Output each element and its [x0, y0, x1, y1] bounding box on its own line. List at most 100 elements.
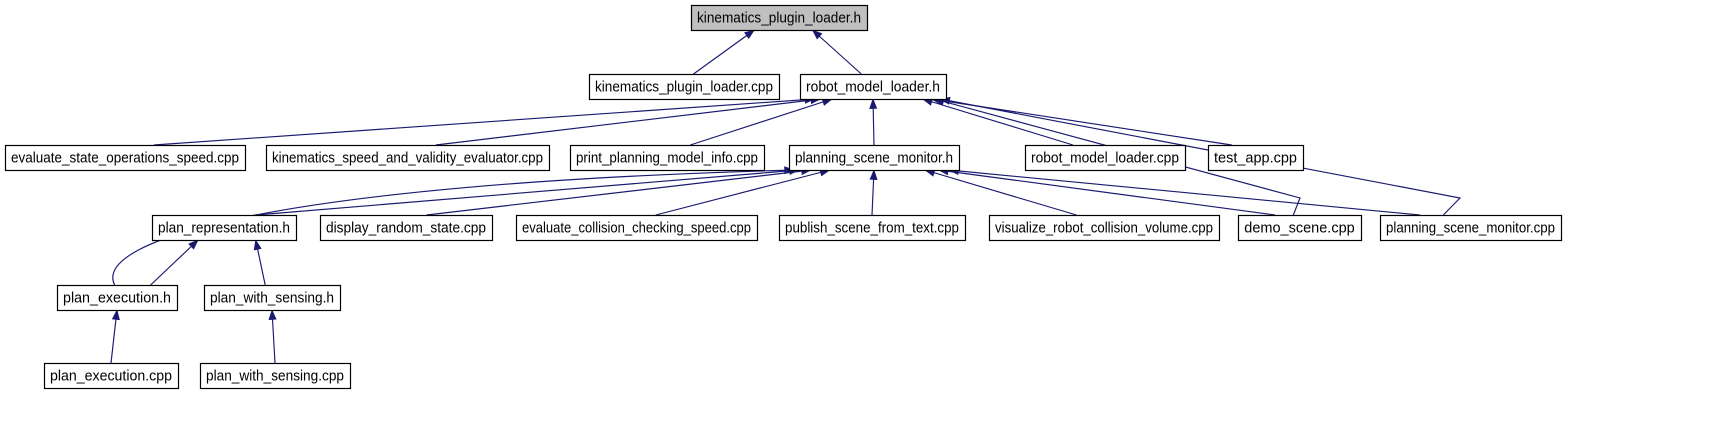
- edge-line: [938, 169, 1275, 216]
- edge-robot-model-loader-cpp-to-robot-model-loader-h: [921, 98, 1074, 146]
- edge-test-app-cpp-to-robot-model-loader-h: [930, 96, 1232, 146]
- edge-arrowhead-icon: [268, 309, 277, 321]
- edge-plan-representation-h-to-planning-scene-monitor-h: [255, 166, 801, 216]
- node-box[interactable]: [690, 4, 869, 32]
- node-label: plan_execution.cpp: [50, 368, 172, 384]
- edge-plan-execution-h-to-plan-representation-h: [150, 239, 199, 286]
- edge-arrowhead-icon: [869, 169, 878, 180]
- node-box[interactable]: [778, 214, 967, 242]
- node-label: robot_model_loader.cpp: [1031, 150, 1179, 166]
- edge-line: [255, 169, 800, 216]
- node-test-app-cpp[interactable]: test_app.cpp: [1207, 144, 1305, 172]
- edge-plan-with-sensing-cpp-to-plan-with-sensing-h: [268, 309, 277, 364]
- node-box[interactable]: [43, 362, 180, 390]
- node-label: display_random_state.cpp: [326, 220, 486, 236]
- node-label: visualize_robot_collision_volume.cpp: [995, 220, 1213, 236]
- node-box[interactable]: [199, 362, 352, 390]
- node-plan-with-sensing-cpp[interactable]: plan_with_sensing.cpp: [199, 362, 352, 390]
- node-label: evaluate_state_operations_speed.cpp: [11, 150, 239, 166]
- edge-display-random-state-cpp-to-planning-scene-monitor-h: [426, 167, 812, 216]
- edge-line: [693, 29, 755, 75]
- node-visualize-robot-collision-volume-cpp[interactable]: visualize_robot_collision_volume.cpp: [988, 214, 1221, 242]
- node-planning-scene-monitor-h[interactable]: planning_scene_monitor.h: [788, 144, 961, 172]
- node-robot-model-loader-cpp[interactable]: robot_model_loader.cpp: [1024, 144, 1187, 172]
- node-label: plan_with_sensing.cpp: [206, 368, 344, 384]
- node-robot-model-loader-h[interactable]: robot_model_loader.h: [799, 73, 948, 101]
- edge-kinematics-speed-and-validity-evaluator-cpp-to-robot-model-loader-h: [435, 96, 822, 146]
- node-box[interactable]: [515, 214, 759, 242]
- node-print-planning-model-info-cpp[interactable]: print_planning_model_info.cpp: [569, 144, 766, 172]
- node-box[interactable]: [1207, 144, 1305, 172]
- edge-line: [655, 169, 830, 216]
- edge-evaluate-collision-checking-speed-cpp-to-planning-scene-monitor-h: [655, 168, 831, 216]
- edge-arrowhead-icon: [811, 29, 823, 40]
- edge-evaluate-state-operations-speed-cpp-to-robot-model-loader-h: [153, 95, 816, 146]
- edge-planning-scene-monitor-cpp-to-planning-scene-monitor-h: [947, 166, 1420, 216]
- node-label: plan_with_sensing.h: [210, 290, 334, 306]
- node-box[interactable]: [319, 214, 494, 242]
- node-kinematics-plugin-loader-h[interactable]: kinematics_plugin_loader.h: [690, 4, 869, 32]
- node-label: kinematics_plugin_loader.h: [697, 10, 861, 26]
- node-box[interactable]: [799, 73, 948, 101]
- node-label: kinematics_plugin_loader.cpp: [595, 79, 773, 95]
- node-box[interactable]: [203, 284, 342, 312]
- node-display-random-state-cpp[interactable]: display_random_state.cpp: [319, 214, 494, 242]
- edge-line: [812, 29, 862, 75]
- node-label: test_app.cpp: [1214, 150, 1297, 166]
- node-label: planning_scene_monitor.cpp: [1386, 220, 1555, 236]
- edge-kinematics-plugin-loader-cpp-to-kinematics-plugin-loader-h: [693, 29, 756, 75]
- node-box[interactable]: [1379, 214, 1563, 242]
- node-box[interactable]: [265, 144, 551, 172]
- edge-demo-scene-cpp-to-planning-scene-monitor-h: [937, 167, 1275, 216]
- edge-arrowhead-icon: [111, 309, 120, 321]
- edge-visualize-robot-collision-volume-cpp-to-planning-scene-monitor-h: [924, 168, 1077, 216]
- node-evaluate-state-operations-speed-cpp[interactable]: evaluate_state_operations_speed.cpp: [4, 144, 247, 172]
- node-planning-scene-monitor-cpp[interactable]: planning_scene_monitor.cpp: [1379, 214, 1563, 242]
- node-box[interactable]: [56, 284, 179, 312]
- node-kinematics-speed-and-validity-evaluator-cpp[interactable]: kinematics_speed_and_validity_evaluator.…: [265, 144, 551, 172]
- node-box[interactable]: [1024, 144, 1187, 172]
- node-label: kinematics_speed_and_validity_evaluator.…: [272, 150, 543, 166]
- edge-planning-scene-monitor-h-to-robot-model-loader-h: [869, 98, 878, 146]
- edge-layer: [110, 29, 1462, 364]
- edge-plan-execution-cpp-to-plan-execution-h: [110, 309, 120, 364]
- edge-line: [153, 98, 815, 146]
- edge-line: [924, 169, 1077, 216]
- edge-print-planning-model-info-cpp-to-robot-model-loader-h: [690, 98, 833, 146]
- edge-arrowhead-icon: [744, 29, 756, 40]
- node-box[interactable]: [988, 214, 1221, 242]
- node-box[interactable]: [569, 144, 766, 172]
- edge-line: [948, 169, 1420, 216]
- node-evaluate-collision-checking-speed-cpp[interactable]: evaluate_collision_checking_speed.cpp: [515, 214, 759, 242]
- node-box[interactable]: [151, 214, 298, 242]
- node-plan-with-sensing-h[interactable]: plan_with_sensing.h: [203, 284, 342, 312]
- edge-arrowhead-icon: [253, 239, 262, 251]
- node-label: evaluate_collision_checking_speed.cpp: [522, 220, 751, 236]
- node-plan-representation-h[interactable]: plan_representation.h: [151, 214, 298, 242]
- edge-plan-with-sensing-h-to-plan-representation-h: [253, 239, 266, 286]
- node-box[interactable]: [4, 144, 247, 172]
- edge-arrowhead-icon: [188, 239, 199, 250]
- node-box[interactable]: [588, 73, 781, 101]
- node-publish-scene-from-text-cpp[interactable]: publish_scene_from_text.cpp: [778, 214, 967, 242]
- edge-line: [922, 98, 1074, 146]
- node-plan-execution-cpp[interactable]: plan_execution.cpp: [43, 362, 180, 390]
- node-box[interactable]: [788, 144, 961, 172]
- node-label: publish_scene_from_text.cpp: [785, 220, 959, 236]
- edge-publish-scene-from-text-cpp-to-planning-scene-monitor-h: [869, 169, 878, 216]
- node-label: robot_model_loader.h: [806, 79, 940, 95]
- node-box[interactable]: [1237, 214, 1363, 242]
- node-layer: kinematics_plugin_loader.h kinematics_plu…: [4, 4, 1563, 390]
- node-plan-execution-h[interactable]: plan_execution.h: [56, 284, 179, 312]
- edge-robot-model-loader-h-to-kinematics-plugin-loader-h: [811, 29, 862, 75]
- edge-line: [426, 169, 812, 216]
- node-demo-scene-cpp[interactable]: demo_scene.cpp: [1237, 214, 1363, 242]
- edge-line: [940, 98, 1462, 216]
- node-label: planning_scene_monitor.h: [795, 150, 953, 166]
- edge-line: [150, 239, 199, 286]
- edge-line: [934, 98, 1301, 216]
- node-kinematics-plugin-loader-cpp[interactable]: kinematics_plugin_loader.cpp: [588, 73, 781, 101]
- edge-line: [435, 98, 821, 146]
